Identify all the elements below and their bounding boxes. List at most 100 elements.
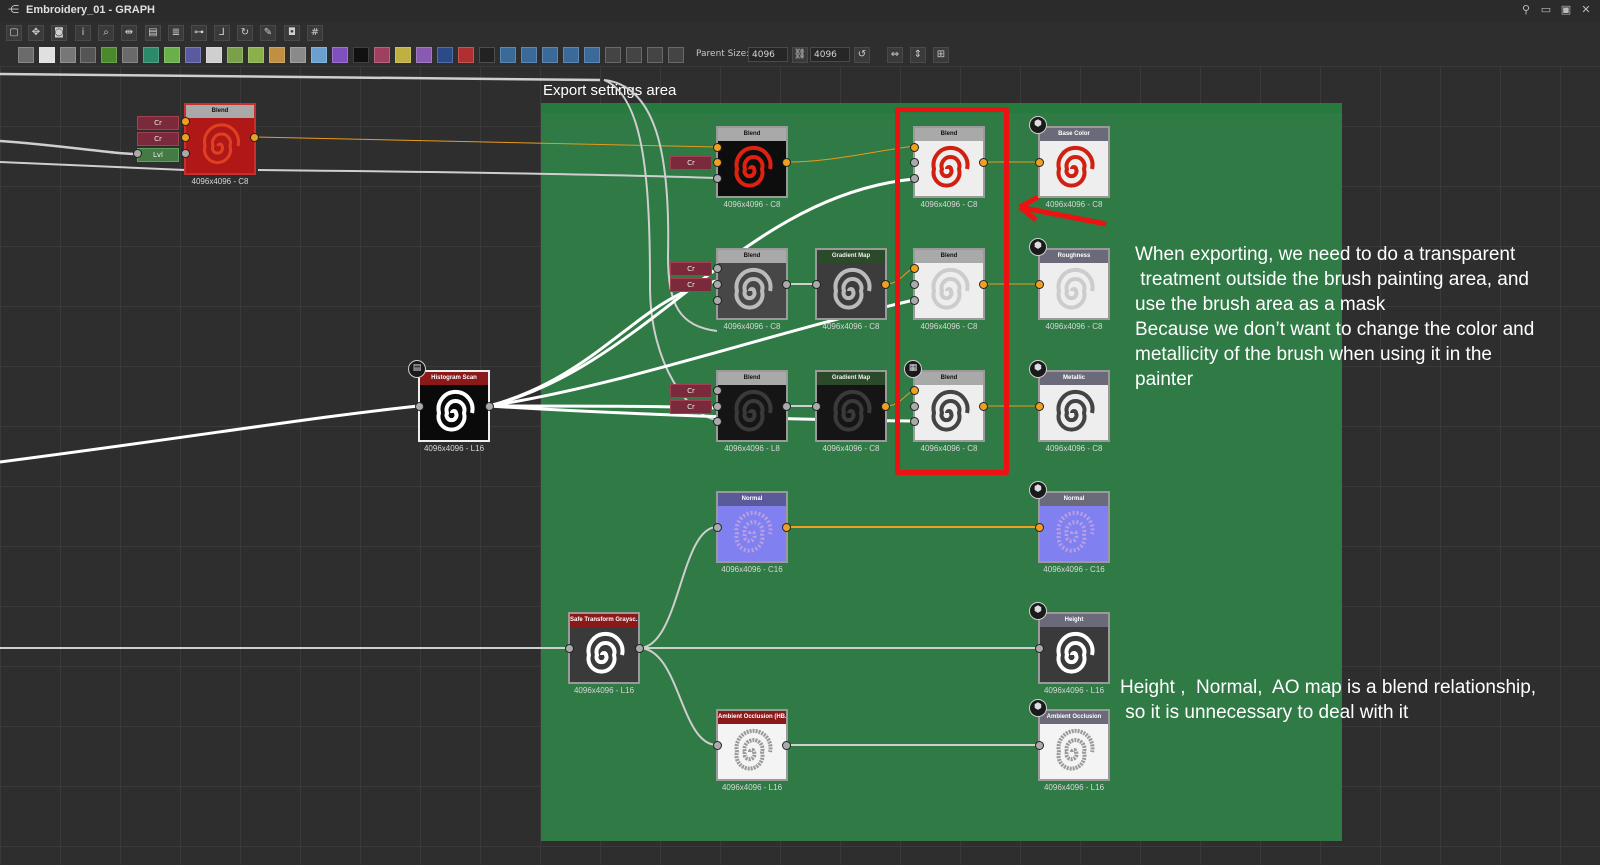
reset-size-icon[interactable]: ↺: [854, 47, 870, 63]
node-ambient-occlusion[interactable]: Ambient Occlusion (HB...: [716, 709, 788, 781]
input-port[interactable]: [713, 417, 722, 426]
paint-icon[interactable]: [248, 47, 264, 63]
input-port[interactable]: [713, 402, 722, 411]
input-icon[interactable]: [500, 47, 516, 63]
port-cr[interactable]: Cr: [670, 156, 712, 170]
frame-all-icon[interactable]: ▢: [6, 25, 22, 41]
link-size-icon[interactable]: ⛓: [792, 47, 808, 63]
node-blend-mask-r1[interactable]: Blend: [913, 126, 985, 198]
align-vertical-icon[interactable]: ⇕: [910, 47, 926, 63]
input-port[interactable]: [565, 644, 574, 653]
node-output-metallic[interactable]: Metallic: [1038, 370, 1110, 442]
layout-icon[interactable]: ▤: [145, 25, 161, 41]
input-port[interactable]: [910, 386, 919, 395]
output-port[interactable]: [782, 402, 791, 411]
camera-icon[interactable]: ◙: [51, 25, 67, 41]
input-port[interactable]: [713, 523, 722, 532]
port-cr[interactable]: Cr: [137, 116, 179, 130]
blur-icon[interactable]: [185, 47, 201, 63]
input-port[interactable]: [1035, 644, 1044, 653]
input-port[interactable]: [812, 280, 821, 289]
input-port[interactable]: [910, 417, 919, 426]
node-gradient-map-r2[interactable]: Gradient Map: [815, 248, 887, 320]
graph-canvas[interactable]: Export settings area: [0, 66, 1600, 865]
grid-icon[interactable]: #: [307, 25, 323, 41]
tile-icon[interactable]: [206, 47, 222, 63]
warning-icon[interactable]: [395, 47, 411, 63]
align-icon[interactable]: ⇹: [121, 25, 137, 41]
frame-icon[interactable]: [437, 47, 453, 63]
node-blend-r1[interactable]: Blend: [716, 126, 788, 198]
input-port[interactable]: [713, 174, 722, 183]
output-port[interactable]: [979, 158, 988, 167]
input-port[interactable]: [910, 143, 919, 152]
input-port[interactable]: [713, 296, 722, 305]
output-port[interactable]: [782, 280, 791, 289]
snapshot-icon[interactable]: ◘: [284, 25, 300, 41]
input-port[interactable]: [1035, 741, 1044, 750]
node-blend-r3[interactable]: Blend: [716, 370, 788, 442]
input-port[interactable]: [415, 402, 424, 411]
switch-icon[interactable]: [542, 47, 558, 63]
input-port[interactable]: [181, 133, 190, 142]
export-icon[interactable]: [647, 47, 663, 63]
marker-icon[interactable]: [668, 47, 684, 63]
node-normal[interactable]: Normal: [716, 491, 788, 563]
node-output-roughness[interactable]: Roughness: [1038, 248, 1110, 320]
node-gradient-map-r3[interactable]: Gradient Map: [815, 370, 887, 442]
color-wheel-icon[interactable]: [332, 47, 348, 63]
levels-icon[interactable]: [164, 47, 180, 63]
output-icon[interactable]: [521, 47, 537, 63]
node-blend-r2[interactable]: Blend: [716, 248, 788, 320]
passthrough-icon[interactable]: [563, 47, 579, 63]
output-port[interactable]: [979, 402, 988, 411]
input-port[interactable]: [713, 386, 722, 395]
node-output-ao[interactable]: Ambient Occlusion: [1038, 709, 1110, 781]
node-output-height[interactable]: Height: [1038, 612, 1110, 684]
output-port[interactable]: [782, 741, 791, 750]
pin-node-icon[interactable]: [626, 47, 642, 63]
output-port[interactable]: [979, 280, 988, 289]
input-port[interactable]: [910, 402, 919, 411]
input-port[interactable]: [133, 149, 142, 158]
input-port[interactable]: [181, 149, 190, 158]
port-lvl[interactable]: Lvl: [137, 148, 179, 162]
input-port[interactable]: [713, 280, 722, 289]
output-port[interactable]: [881, 280, 890, 289]
port-cr[interactable]: Cr: [670, 400, 712, 414]
input-port[interactable]: [713, 264, 722, 273]
output-port[interactable]: [635, 644, 644, 653]
input-port[interactable]: [1035, 158, 1044, 167]
value-icon[interactable]: [479, 47, 495, 63]
list-icon[interactable]: ≣: [168, 25, 184, 41]
link-icon[interactable]: ⊶: [191, 25, 207, 41]
input-port[interactable]: [713, 158, 722, 167]
maximize-icon[interactable]: ▣: [1560, 3, 1572, 16]
port-icon[interactable]: [584, 47, 600, 63]
input-port[interactable]: [1035, 402, 1044, 411]
drop-icon[interactable]: [60, 47, 76, 63]
bucket-icon[interactable]: [227, 47, 243, 63]
emboss-icon[interactable]: [269, 47, 285, 63]
output-port[interactable]: [782, 158, 791, 167]
mask-icon[interactable]: [290, 47, 306, 63]
input-port[interactable]: [181, 117, 190, 126]
close-icon[interactable]: ✕: [1581, 3, 1591, 16]
uniform-color-icon[interactable]: [39, 47, 55, 63]
input-port[interactable]: [910, 158, 919, 167]
parent-size-select[interactable]: 4096: [748, 47, 788, 62]
output-port[interactable]: [485, 402, 494, 411]
input-port[interactable]: [713, 741, 722, 750]
node-output-basecolor[interactable]: Base Color: [1038, 126, 1110, 198]
comment-icon[interactable]: [605, 47, 621, 63]
curve-icon[interactable]: [101, 47, 117, 63]
restore-icon[interactable]: ▭: [1540, 3, 1552, 16]
input-port[interactable]: [910, 280, 919, 289]
histogram-icon[interactable]: [311, 47, 327, 63]
port-cr[interactable]: Cr: [670, 278, 712, 292]
fx-map-icon[interactable]: [353, 47, 369, 63]
output-port[interactable]: [881, 402, 890, 411]
refresh-icon[interactable]: ↻: [237, 25, 253, 41]
shuffle-icon[interactable]: [80, 47, 96, 63]
output-port[interactable]: [782, 523, 791, 532]
